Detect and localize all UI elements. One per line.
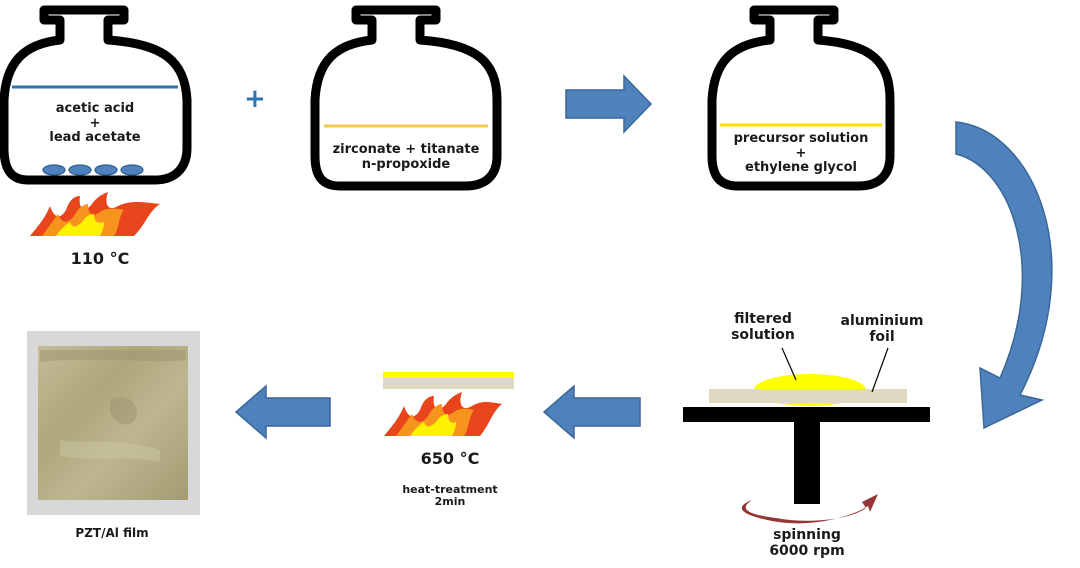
flask-2-line-2: n-propoxide bbox=[361, 156, 451, 172]
foil-label-line-1: aluminium bbox=[840, 313, 924, 329]
heat-label-line-2: 2min bbox=[434, 495, 466, 509]
foil-label-line-2: foil bbox=[869, 328, 895, 345]
plus-sign: + bbox=[244, 84, 266, 114]
pzt-film-photo bbox=[27, 331, 200, 515]
flask-3 bbox=[707, 5, 895, 191]
spinner-shaft bbox=[794, 422, 820, 504]
spinning-line-2: 6000 rpm bbox=[769, 542, 845, 559]
foil-layer bbox=[383, 378, 514, 389]
aluminium-foil-label: aluminium foil bbox=[830, 313, 934, 345]
heat-label-line-1: heat-treatment bbox=[402, 483, 498, 496]
left-arrow-icon bbox=[234, 384, 331, 440]
spinner-plate bbox=[683, 407, 930, 422]
flask-1-line-1: acetic acid bbox=[55, 101, 135, 116]
temp-label-650: 650 °C bbox=[420, 449, 480, 468]
curved-arrow-icon bbox=[955, 121, 1053, 430]
flask-3-line-2: + bbox=[795, 145, 807, 161]
flame-icon bbox=[384, 392, 502, 436]
aluminium-foil bbox=[709, 389, 907, 403]
filtered-solution-label: filtered solution bbox=[718, 311, 808, 343]
flame-icon bbox=[30, 192, 160, 236]
flask-1-label: acetic acid + lead acetate bbox=[33, 101, 157, 146]
heat-treatment bbox=[383, 372, 514, 436]
heat-treatment-label: heat-treatment 2min bbox=[380, 483, 520, 509]
right-arrow-icon bbox=[565, 74, 653, 134]
flask-1 bbox=[0, 5, 192, 185]
lead-acetate-pellet bbox=[68, 164, 92, 176]
spinning-line-1: spinning bbox=[773, 527, 841, 543]
flask-3-line-3: ethylene glycol bbox=[745, 160, 857, 176]
flask-2 bbox=[310, 5, 502, 191]
lead-acetate-pellet bbox=[94, 164, 118, 176]
spinning-label: spinning 6000 rpm bbox=[752, 527, 862, 559]
flask-3-label: precursor solution + ethylene glycol bbox=[718, 131, 884, 176]
film-label: PZT/Al film bbox=[75, 526, 149, 540]
filtered-label-line-2: solution bbox=[731, 326, 795, 343]
spin-coater bbox=[683, 374, 930, 524]
lead-acetate-pellet bbox=[120, 164, 144, 176]
left-arrow-icon bbox=[542, 384, 641, 440]
flask-2-label: zirconate + titanate n-propoxide bbox=[321, 142, 491, 172]
filtered-label-line-1: filtered bbox=[734, 311, 792, 327]
flask-3-line-1: precursor solution bbox=[733, 131, 869, 146]
flask-1-line-3: lead acetate bbox=[49, 130, 141, 146]
pzt-film-layer bbox=[383, 372, 514, 378]
lead-acetate-pellet bbox=[42, 164, 66, 176]
flask-2-line-1: zirconate + titanate bbox=[332, 142, 480, 157]
flask-1-line-2: + bbox=[89, 115, 101, 131]
temp-label-110: 110 °C bbox=[70, 249, 130, 268]
